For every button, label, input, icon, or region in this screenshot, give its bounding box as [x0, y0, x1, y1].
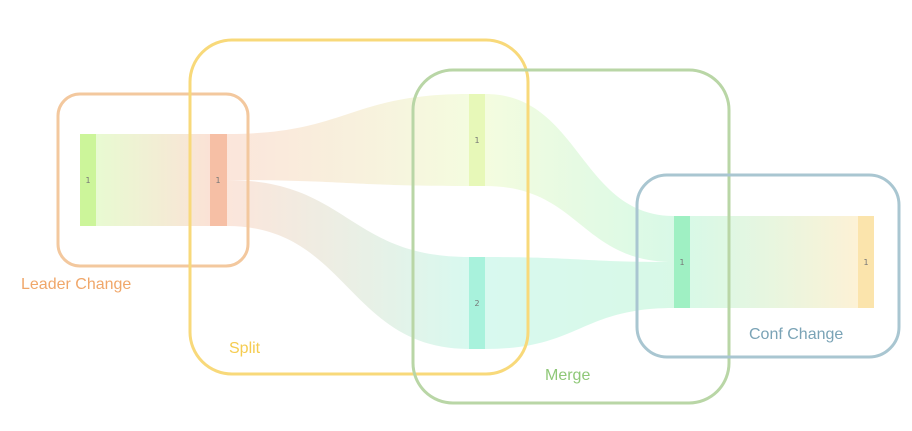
node-n1[interactable] — [80, 134, 96, 226]
node-value-label: 1 — [85, 176, 90, 185]
node-n3[interactable] — [469, 94, 485, 186]
group-label-split: Split — [229, 340, 261, 357]
link-n2-n4 — [227, 180, 469, 349]
group-label-leader-change: Leader Change — [21, 276, 131, 293]
group-outlines — [56, 38, 901, 405]
group-box-conf-change — [635, 173, 901, 359]
node-value-label: 1 — [215, 176, 220, 185]
group-box-merge — [411, 68, 731, 405]
node-value-label: 1 — [474, 136, 479, 145]
links — [96, 94, 858, 349]
group-box-leader-change — [56, 92, 250, 268]
group-label-conf-change: Conf Change — [749, 326, 843, 343]
node-n4[interactable] — [469, 257, 485, 349]
link-n5-n6 — [690, 216, 858, 308]
node-value-label: 1 — [863, 258, 868, 267]
link-n2-n3 — [227, 94, 469, 186]
node-value-label: 1 — [679, 258, 684, 267]
nodes — [80, 94, 874, 349]
group-labels: Leader Change Split Merge Conf Change — [21, 276, 843, 384]
link-n1-n2 — [96, 134, 210, 226]
node-n2[interactable] — [210, 134, 227, 226]
node-labels: 1 1 1 2 1 1 — [85, 136, 868, 308]
node-n6[interactable] — [858, 216, 874, 308]
link-n3-n5 — [485, 94, 674, 262]
group-label-merge: Merge — [545, 367, 590, 384]
node-value-label: 2 — [474, 299, 479, 308]
link-n4-n5 — [485, 257, 674, 349]
group-box-split — [188, 38, 530, 376]
node-n5[interactable] — [674, 216, 690, 308]
